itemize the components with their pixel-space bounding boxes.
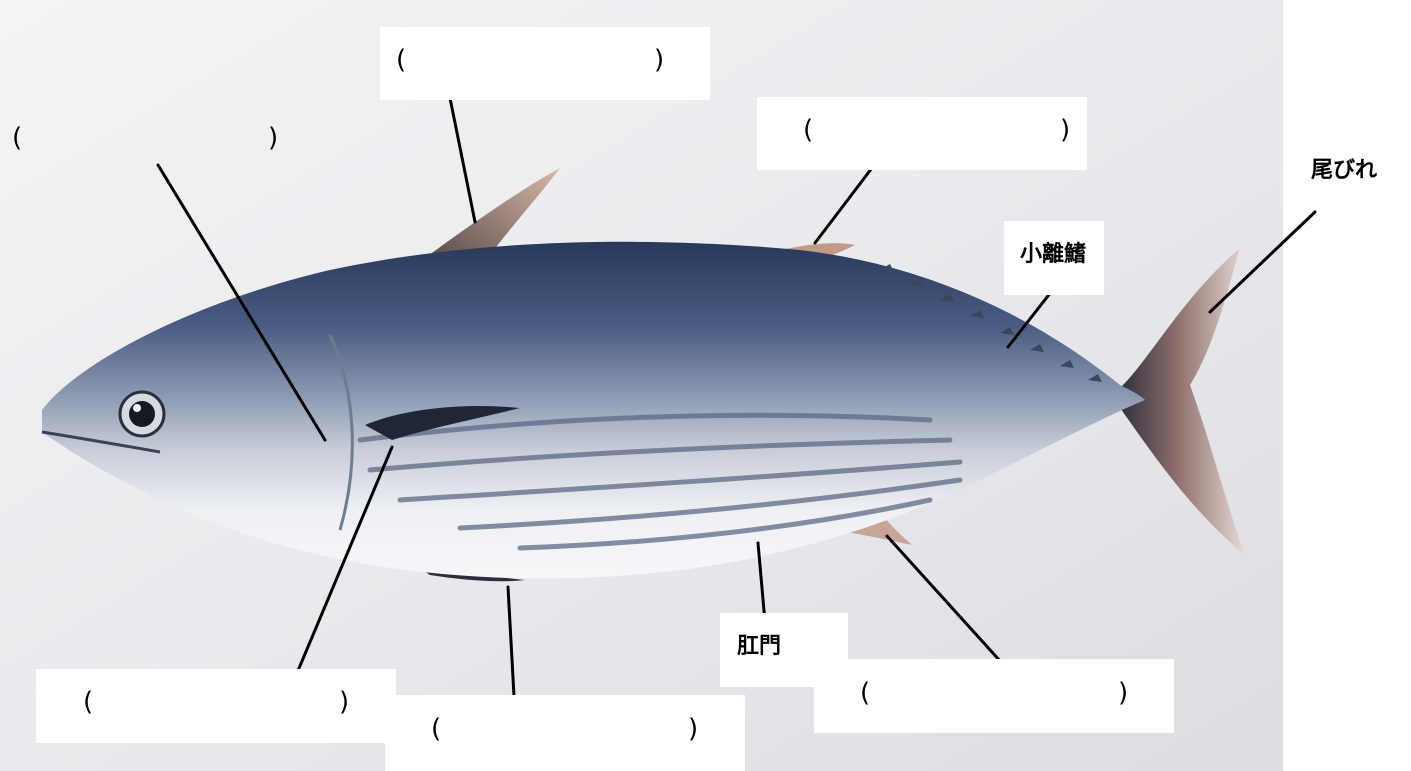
blank-pectoral-open: ( [83,689,93,715]
blank-pelvic-open: ( [431,716,441,742]
blank-anal-close: ) [1118,680,1128,706]
fish-pupil [129,401,155,427]
blank-pectoral-close: ) [339,689,349,715]
blank-gill-open: ( [12,125,22,151]
blank-anal-open: ( [860,680,870,706]
eye-highlight [133,404,141,412]
fish-photo [0,0,1283,771]
blank-first-dorsal-open: ( [396,47,406,73]
blank-pelvic-close: ) [688,716,698,742]
label-finlets: 小離鰭 [1020,244,1086,266]
blank-first-dorsal-close: ) [654,47,664,73]
label-tail-fin: 尾びれ [1311,160,1377,182]
blank-gill-close: ) [268,125,278,151]
blank-second-dorsal-open: ( [803,117,813,143]
blank-second-dorsal-close: ) [1060,117,1070,143]
label-anus: 肛門 [737,636,781,658]
